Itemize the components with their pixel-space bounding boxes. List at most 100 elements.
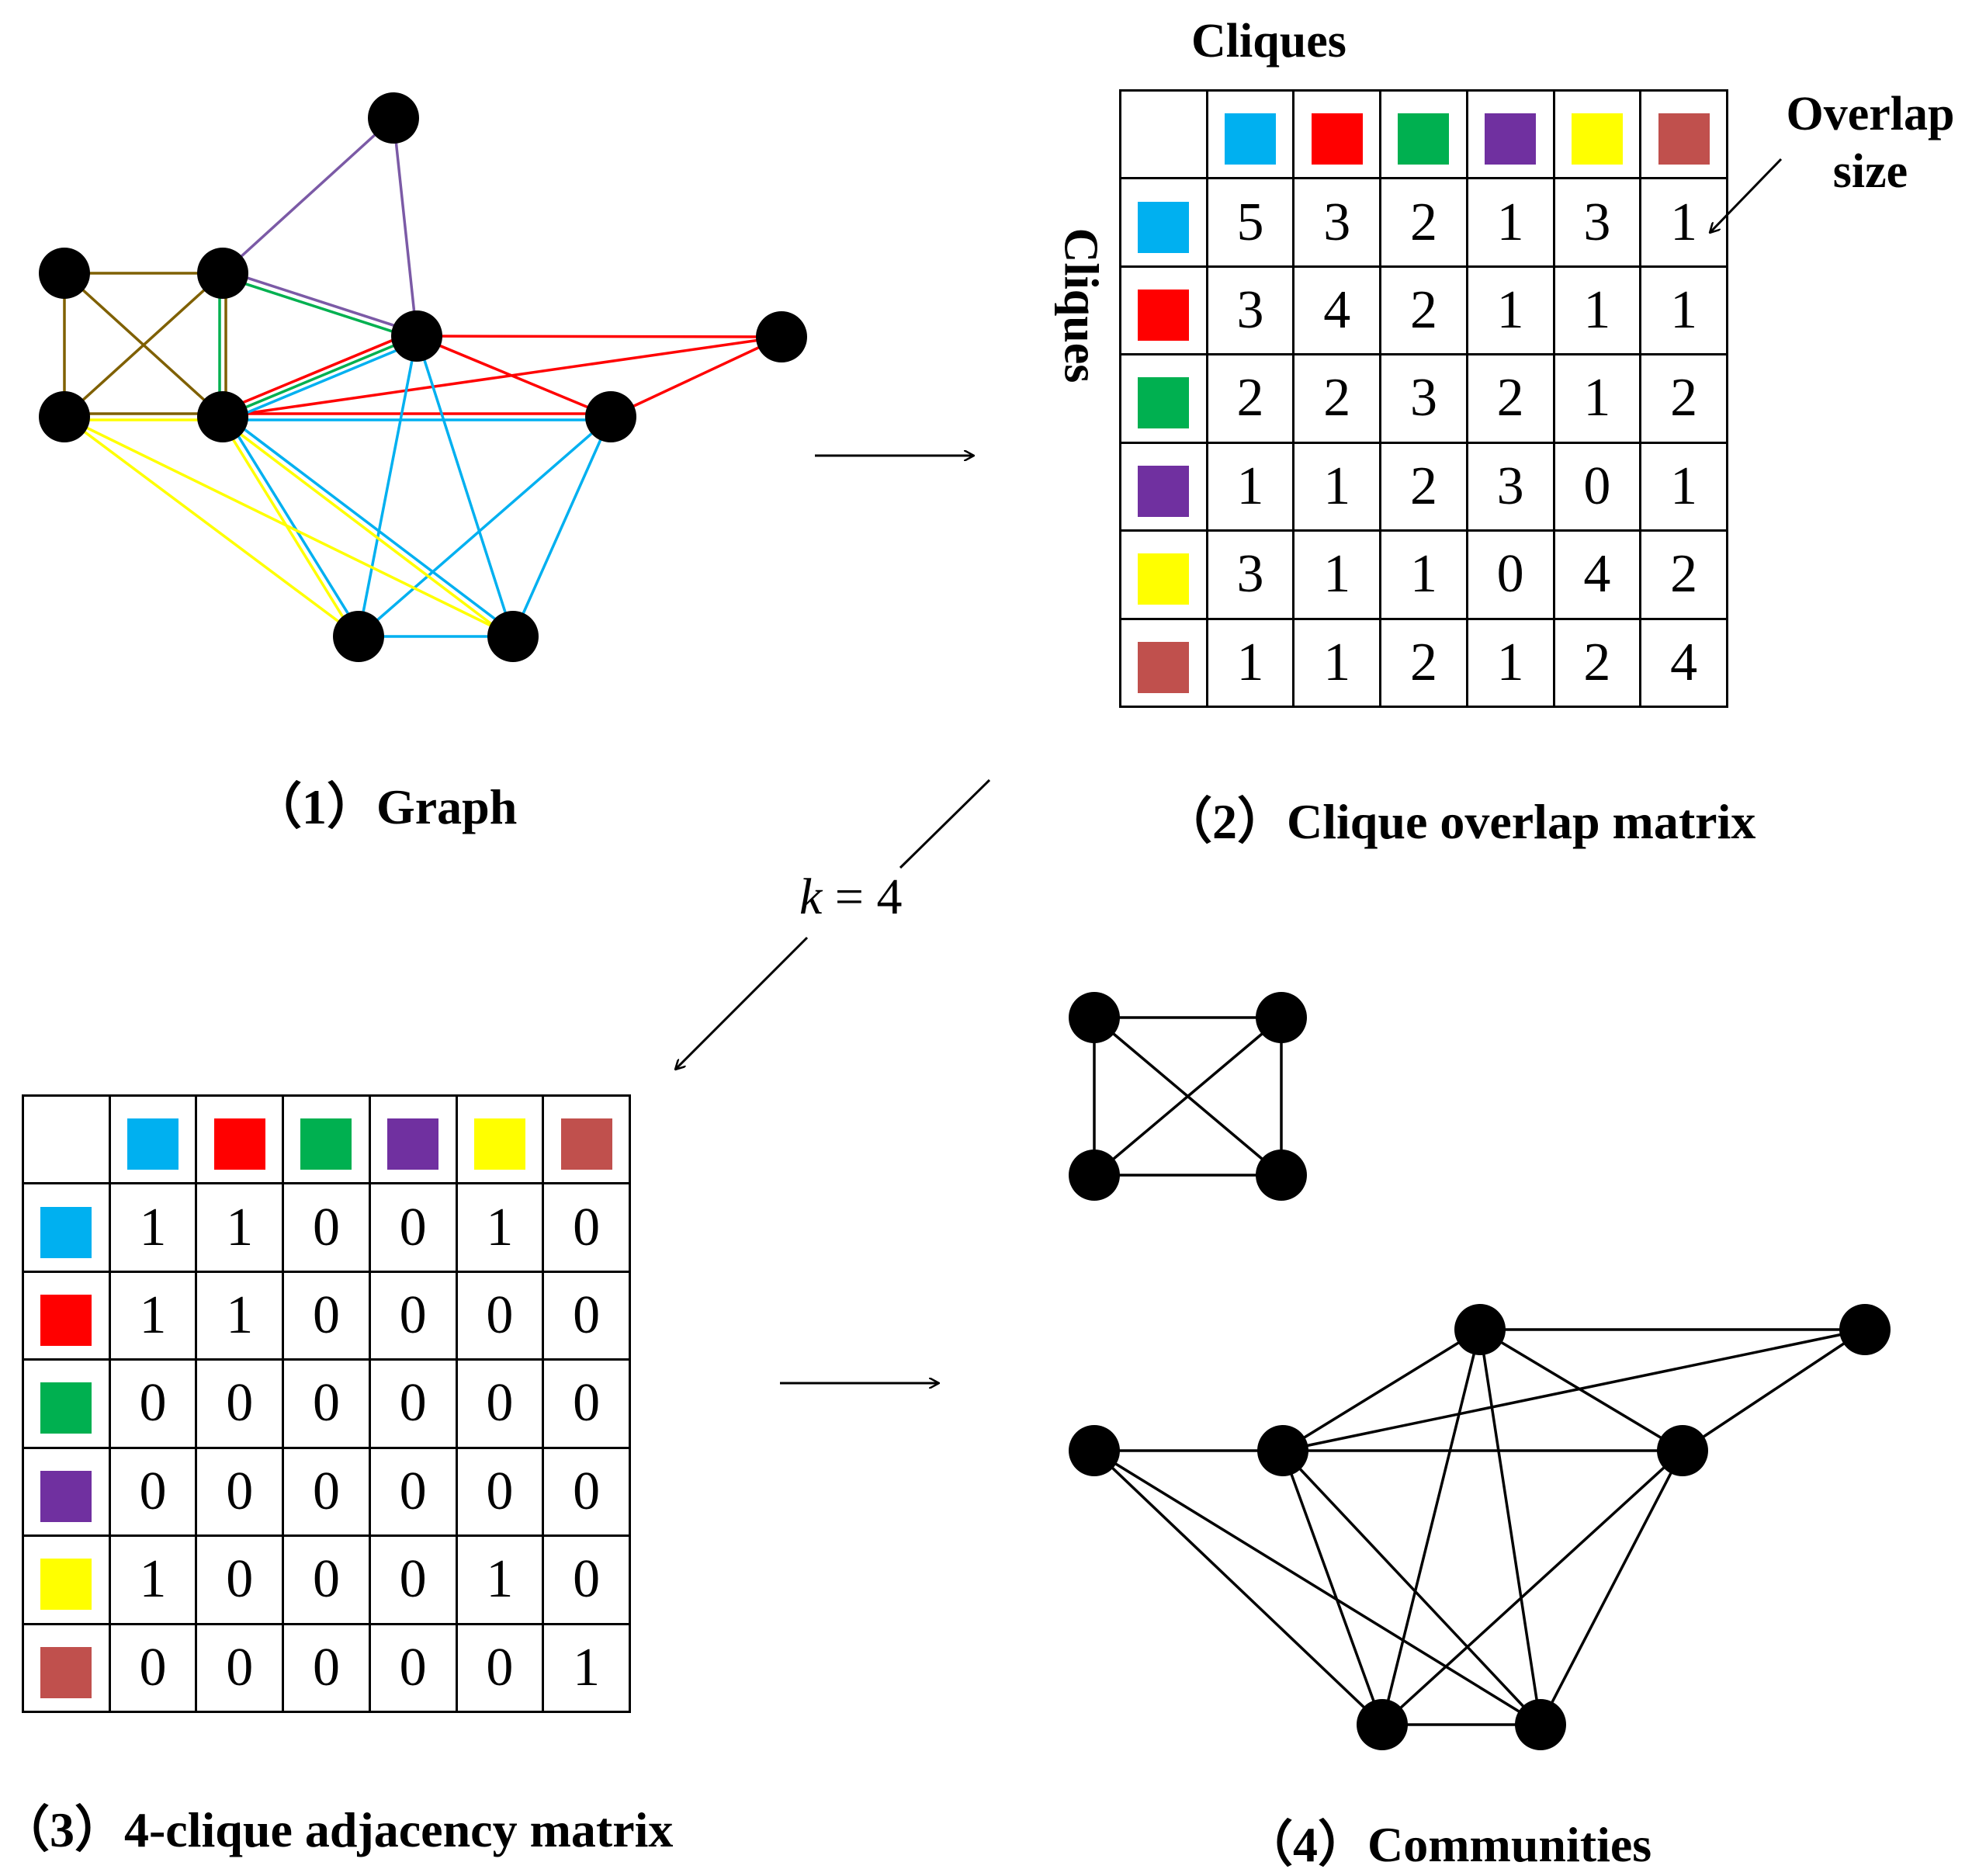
graph-edge-h-i (357, 415, 612, 638)
overlap-col-header-1 (1205, 88, 1295, 180)
k-parameter-label: k = 4 (799, 868, 903, 927)
community-edge-q1-q7 (1478, 1329, 1542, 1725)
community-edge-q1-q4 (1282, 1328, 1481, 1452)
graph-edge-g-d (224, 339, 420, 424)
overlap-cell-r4-c2: 1 (1292, 441, 1382, 532)
community-node-q2 (1839, 1304, 1891, 1355)
overlap-cell-r4-c4: 3 (1465, 441, 1555, 532)
clique-color-swatch (560, 1118, 612, 1170)
community-node-p3 (1069, 1150, 1120, 1201)
clique-color-swatch (40, 1294, 92, 1346)
clique-color-swatch (387, 1118, 439, 1170)
adjacency-header-row (22, 1094, 631, 1185)
overlap-cell-r3-c6: 2 (1639, 353, 1728, 444)
overlap-cell-r4-c3: 2 (1379, 441, 1468, 532)
clique-color-swatch (1485, 113, 1537, 165)
overlap-row-header-3 (1119, 353, 1208, 444)
clique-color-swatch (1138, 465, 1190, 517)
community-node-q6 (1357, 1699, 1408, 1750)
clique-color-swatch (40, 1382, 92, 1434)
overlap-cell-r2-c1: 3 (1205, 265, 1295, 356)
overlap-cell-r2-c5: 1 (1552, 265, 1642, 356)
overlap-cell-r6-c4: 1 (1465, 617, 1555, 709)
adjacency-cell-r4-c6: 0 (542, 1446, 631, 1538)
community-node-p1 (1069, 992, 1120, 1043)
adjacency-cell-r6-c4: 0 (368, 1622, 458, 1714)
community-edge-q3-q6 (1093, 1449, 1384, 1726)
community-node-q1 (1454, 1304, 1506, 1355)
adjacency-row-header-6 (22, 1622, 111, 1714)
clique-color-swatch (1225, 113, 1277, 165)
graph-node-a (368, 92, 419, 144)
community-node-p2 (1256, 992, 1307, 1043)
overlap-cell-r5-c6: 2 (1639, 529, 1728, 620)
overlap-size-note: Overlap size (1766, 85, 1975, 200)
adjacency-cell-r5-c5: 1 (455, 1534, 545, 1625)
clique-color-swatch (1138, 377, 1190, 429)
overlap-cell-r6-c1: 1 (1205, 617, 1295, 709)
community-edge-q2-q5 (1682, 1328, 1866, 1452)
adjacency-cell-r3-c2: 0 (195, 1358, 285, 1449)
adjacency-cell-r5-c2: 0 (195, 1534, 285, 1625)
clique-color-swatch (40, 1559, 92, 1611)
graph-edge-g-i (224, 414, 362, 636)
clique-color-swatch (1571, 113, 1623, 165)
graph-node-h (585, 391, 636, 442)
community-edge-q5-q6 (1381, 1449, 1684, 1726)
adjacency-row-header-1 (22, 1182, 111, 1273)
graph-node-c (197, 248, 248, 299)
community-node-q7 (1515, 1699, 1566, 1750)
overlap-cell-r2-c2: 4 (1292, 265, 1382, 356)
clique-color-swatch (300, 1118, 352, 1170)
overlap-cell-r3-c5: 1 (1552, 353, 1642, 444)
graph-edge-f-i (63, 415, 360, 638)
clique-color-swatch (1658, 113, 1710, 165)
graph-edge-f-j (64, 415, 514, 638)
adjacency-cell-r2-c1: 1 (108, 1270, 198, 1361)
adjacency-cell-r3-c3: 0 (282, 1358, 371, 1449)
overlap-cell-r2-c6: 1 (1639, 265, 1728, 356)
overlap-cell-r1-c6: 1 (1639, 177, 1728, 268)
graph-node-g (197, 391, 248, 442)
adjacency-row-header-4 (22, 1446, 111, 1538)
graph-edge-g-j (224, 413, 516, 636)
adjacency-cell-r4-c2: 0 (195, 1446, 285, 1538)
overlap-cell-r6-c5: 2 (1552, 617, 1642, 709)
adjacency-cell-r3-c6: 0 (542, 1358, 631, 1449)
overlap-row-axis-label: Cliques (1054, 227, 1107, 383)
graph-edge-e-h (610, 335, 782, 418)
adjacency-col-header-2 (195, 1094, 285, 1185)
overlap-cell-r1-c2: 3 (1292, 177, 1382, 268)
community-edge-p2-p3 (1093, 1016, 1283, 1177)
community-edge-q1-q6 (1381, 1329, 1482, 1725)
adjacency-cell-r2-c2: 1 (195, 1270, 285, 1361)
overlap-cell-r5-c5: 4 (1552, 529, 1642, 620)
overlap-row-header-4 (1119, 441, 1208, 532)
graph-edge-g-d (220, 329, 415, 414)
overlap-cell-r2-c4: 1 (1465, 265, 1555, 356)
graph-node-b (39, 248, 90, 299)
community-node-q4 (1257, 1425, 1308, 1476)
adjacency-col-header-1 (108, 1094, 198, 1185)
graph-edge-a-c (221, 116, 395, 275)
adjacency-cell-r6-c5: 0 (455, 1622, 545, 1714)
adjacency-cell-r1-c4: 0 (368, 1182, 458, 1273)
overlap-cell-r5-c2: 1 (1292, 529, 1382, 620)
graph-edge-g-i (219, 418, 358, 640)
graph-edge-a-d (392, 117, 418, 337)
adjacency-corner-cell (22, 1094, 111, 1185)
arrow-k-to-adjacency (675, 936, 809, 1070)
adjacency-row-header-5 (22, 1534, 111, 1625)
overlap-col-header-3 (1379, 88, 1468, 180)
adjacency-cell-r6-c3: 0 (282, 1622, 371, 1714)
adjacency-cell-r1-c3: 0 (282, 1182, 371, 1273)
overlap-row-header-2 (1119, 265, 1208, 356)
